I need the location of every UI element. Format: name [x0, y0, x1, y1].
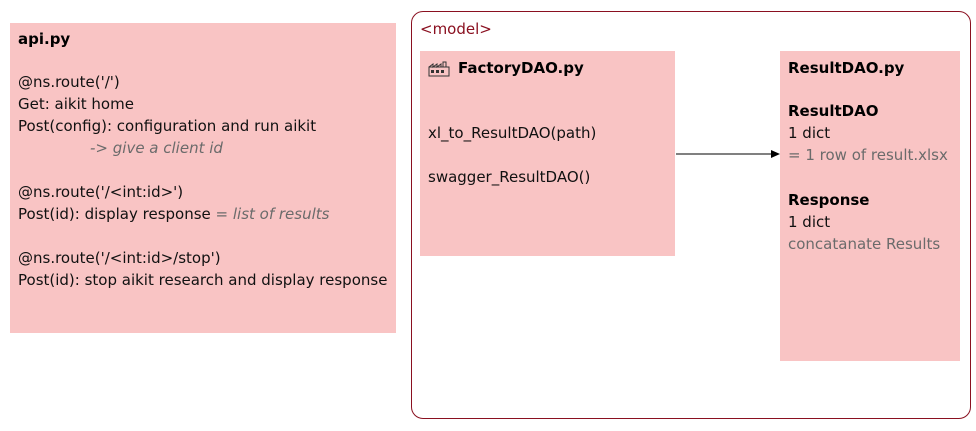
response-class-note: concatanate Results [788, 235, 941, 253]
get-home-line: Get: aikit home [18, 95, 134, 113]
api-py-box: api.py @ns.route('/') Get: aikit home Po… [10, 23, 396, 333]
post-display-prefix: Post(id): display response [18, 205, 216, 223]
model-label: <model> [420, 20, 492, 38]
response-class-type: 1 dict [788, 213, 831, 231]
resultdao-class-name: ResultDAO [788, 102, 879, 120]
route-stop: @ns.route('/<int:id>/stop') [18, 249, 221, 267]
response-class-name: Response [788, 191, 870, 209]
result-dao-box: ResultDAO.py ResultDAO 1 dict = 1 row of… [780, 51, 960, 361]
result-title: ResultDAO.py [788, 59, 905, 77]
api-title: api.py [18, 30, 71, 48]
resultdao-class-note: = 1 row of result.xlsx [788, 146, 948, 164]
route-root: @ns.route('/') [18, 73, 120, 91]
route-id: @ns.route('/<int:id>') [18, 183, 184, 201]
method-swagger-resultdao: swagger_ResultDAO() [428, 168, 591, 186]
factory-icon [428, 61, 450, 77]
client-id-note: -> give a client id [90, 139, 223, 157]
post-config-line: Post(config): configuration and run aiki… [18, 117, 317, 135]
model-container [411, 11, 971, 419]
resultdao-class-type: 1 dict [788, 124, 831, 142]
post-display-suffix: = list of results [215, 205, 330, 223]
method-xl-to-resultdao: xl_to_ResultDAO(path) [428, 124, 597, 142]
factory-dao-box: FactoryDAO.py xl_to_ResultDAO(path) swag… [420, 51, 675, 256]
post-display-line: Post(id): display response = list of res… [18, 204, 329, 224]
post-stop-line: Post(id): stop aikit research and displa… [18, 271, 388, 289]
factory-title: FactoryDAO.py [458, 59, 584, 77]
